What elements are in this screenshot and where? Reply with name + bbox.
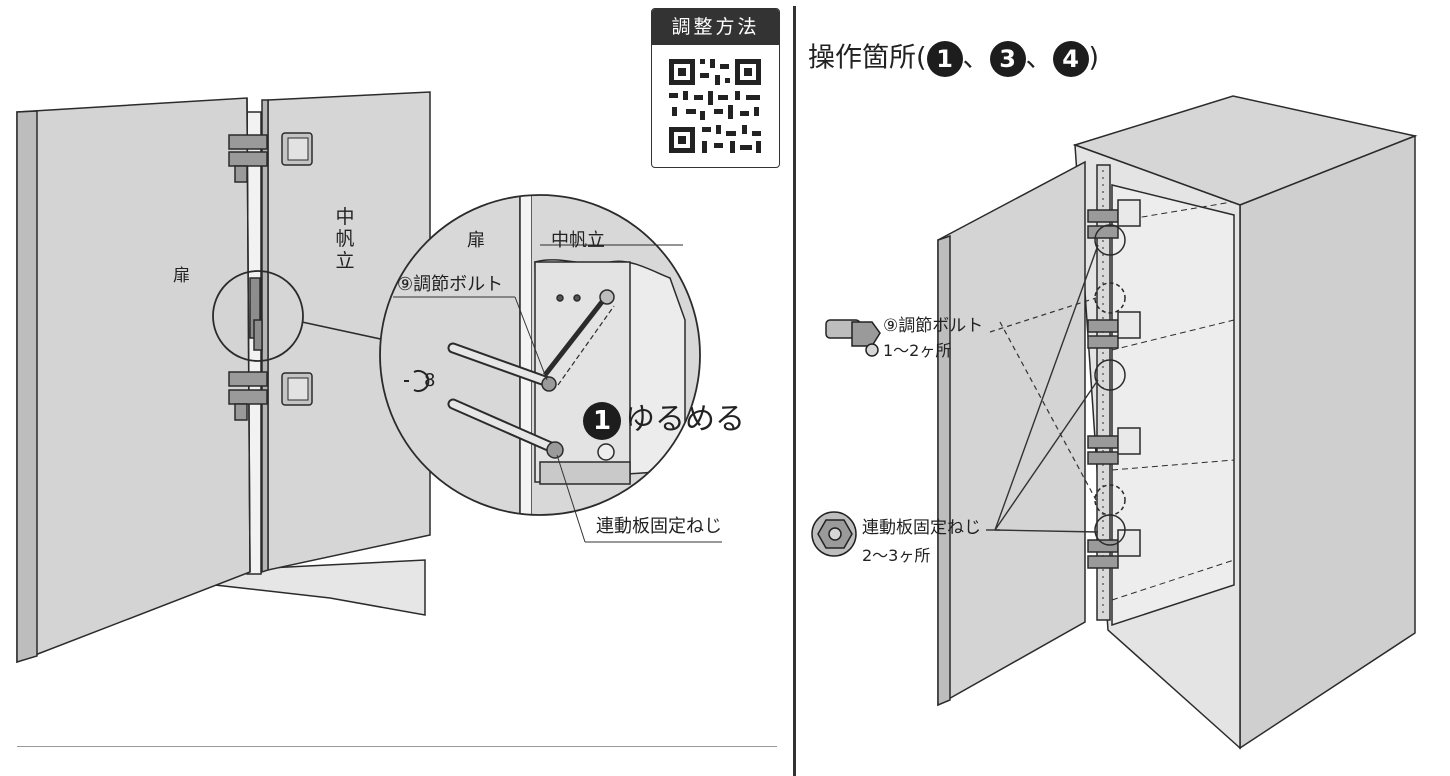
qr-code-icon[interactable] — [652, 45, 779, 165]
right-bolt-circle-1 — [1094, 282, 1126, 314]
qr-panel-title: 調整方法 — [652, 9, 779, 45]
link-mechanism — [249, 277, 263, 351]
partition-char: 中 — [335, 206, 355, 228]
screw-icon — [811, 511, 857, 557]
right-screw-label: 連動板固定ねじ — [862, 518, 981, 538]
heading-suffix: ) — [1088, 42, 1100, 74]
bottom-rule — [17, 746, 777, 747]
step-badge-4: 4 — [1052, 40, 1089, 77]
right-bolt-label: ⑨調節ボルト — [883, 316, 984, 336]
qr-code-panel[interactable]: 調整方法 — [651, 8, 780, 168]
right-screw-circle-1 — [1094, 224, 1126, 256]
cabinet-interior — [1111, 184, 1235, 627]
detail-highlight-circle — [212, 270, 304, 362]
bolt-icon — [825, 319, 881, 357]
detail-leader-line — [301, 321, 386, 341]
screw-leader-lines — [986, 244, 1099, 533]
step-badge-1: 1 — [926, 40, 963, 77]
right-bolt-count: 1〜2ヶ所 — [883, 341, 952, 360]
adjusting-bolt-label: ⑨調節ボルト — [397, 274, 504, 295]
fixing-screw-label: 連動板固定ねじ — [596, 516, 722, 537]
right-screw-circle-3 — [1094, 514, 1126, 546]
heading-separator: 、 — [1025, 42, 1053, 74]
lower-hinge — [228, 371, 268, 421]
wrench-size: 8 — [424, 370, 436, 391]
door-label: 扉 — [173, 266, 190, 286]
upper-hinge — [228, 134, 268, 183]
zoom-detail — [380, 195, 700, 515]
zoom-door-label: 扉 — [467, 230, 485, 251]
zoom-partition-label: 中帆立 — [551, 230, 605, 251]
left-cabinet-illustration — [16, 91, 431, 664]
right-screw-circle-2 — [1094, 359, 1126, 391]
wrench-icon — [404, 370, 430, 392]
right-cabinet-illustration — [937, 95, 1418, 750]
cabinet-right-side — [1239, 134, 1416, 750]
operation-locations-heading: 操作箇所(1、3、4) — [808, 40, 1099, 77]
bolt-leader-lines — [989, 297, 1097, 501]
partition-label-vertical: 中 帆 立 — [335, 206, 355, 273]
heading-separator: 、 — [962, 42, 990, 74]
step-badge-3: 3 — [989, 40, 1026, 77]
step-badge: 1 — [583, 401, 621, 440]
door-panel — [16, 97, 251, 664]
cabinet-door — [937, 160, 1086, 707]
screw-callout-leader — [556, 454, 586, 543]
right-screw-count: 2〜3ヶ所 — [862, 546, 931, 565]
panel-divider — [793, 6, 796, 776]
heading-prefix: 操作箇所( — [808, 42, 927, 74]
partition-char: 帆 — [335, 227, 355, 250]
zoom-circle-outline — [379, 194, 701, 516]
loosen-text: ゆるめる — [625, 402, 745, 437]
partition-char: 立 — [335, 249, 355, 272]
